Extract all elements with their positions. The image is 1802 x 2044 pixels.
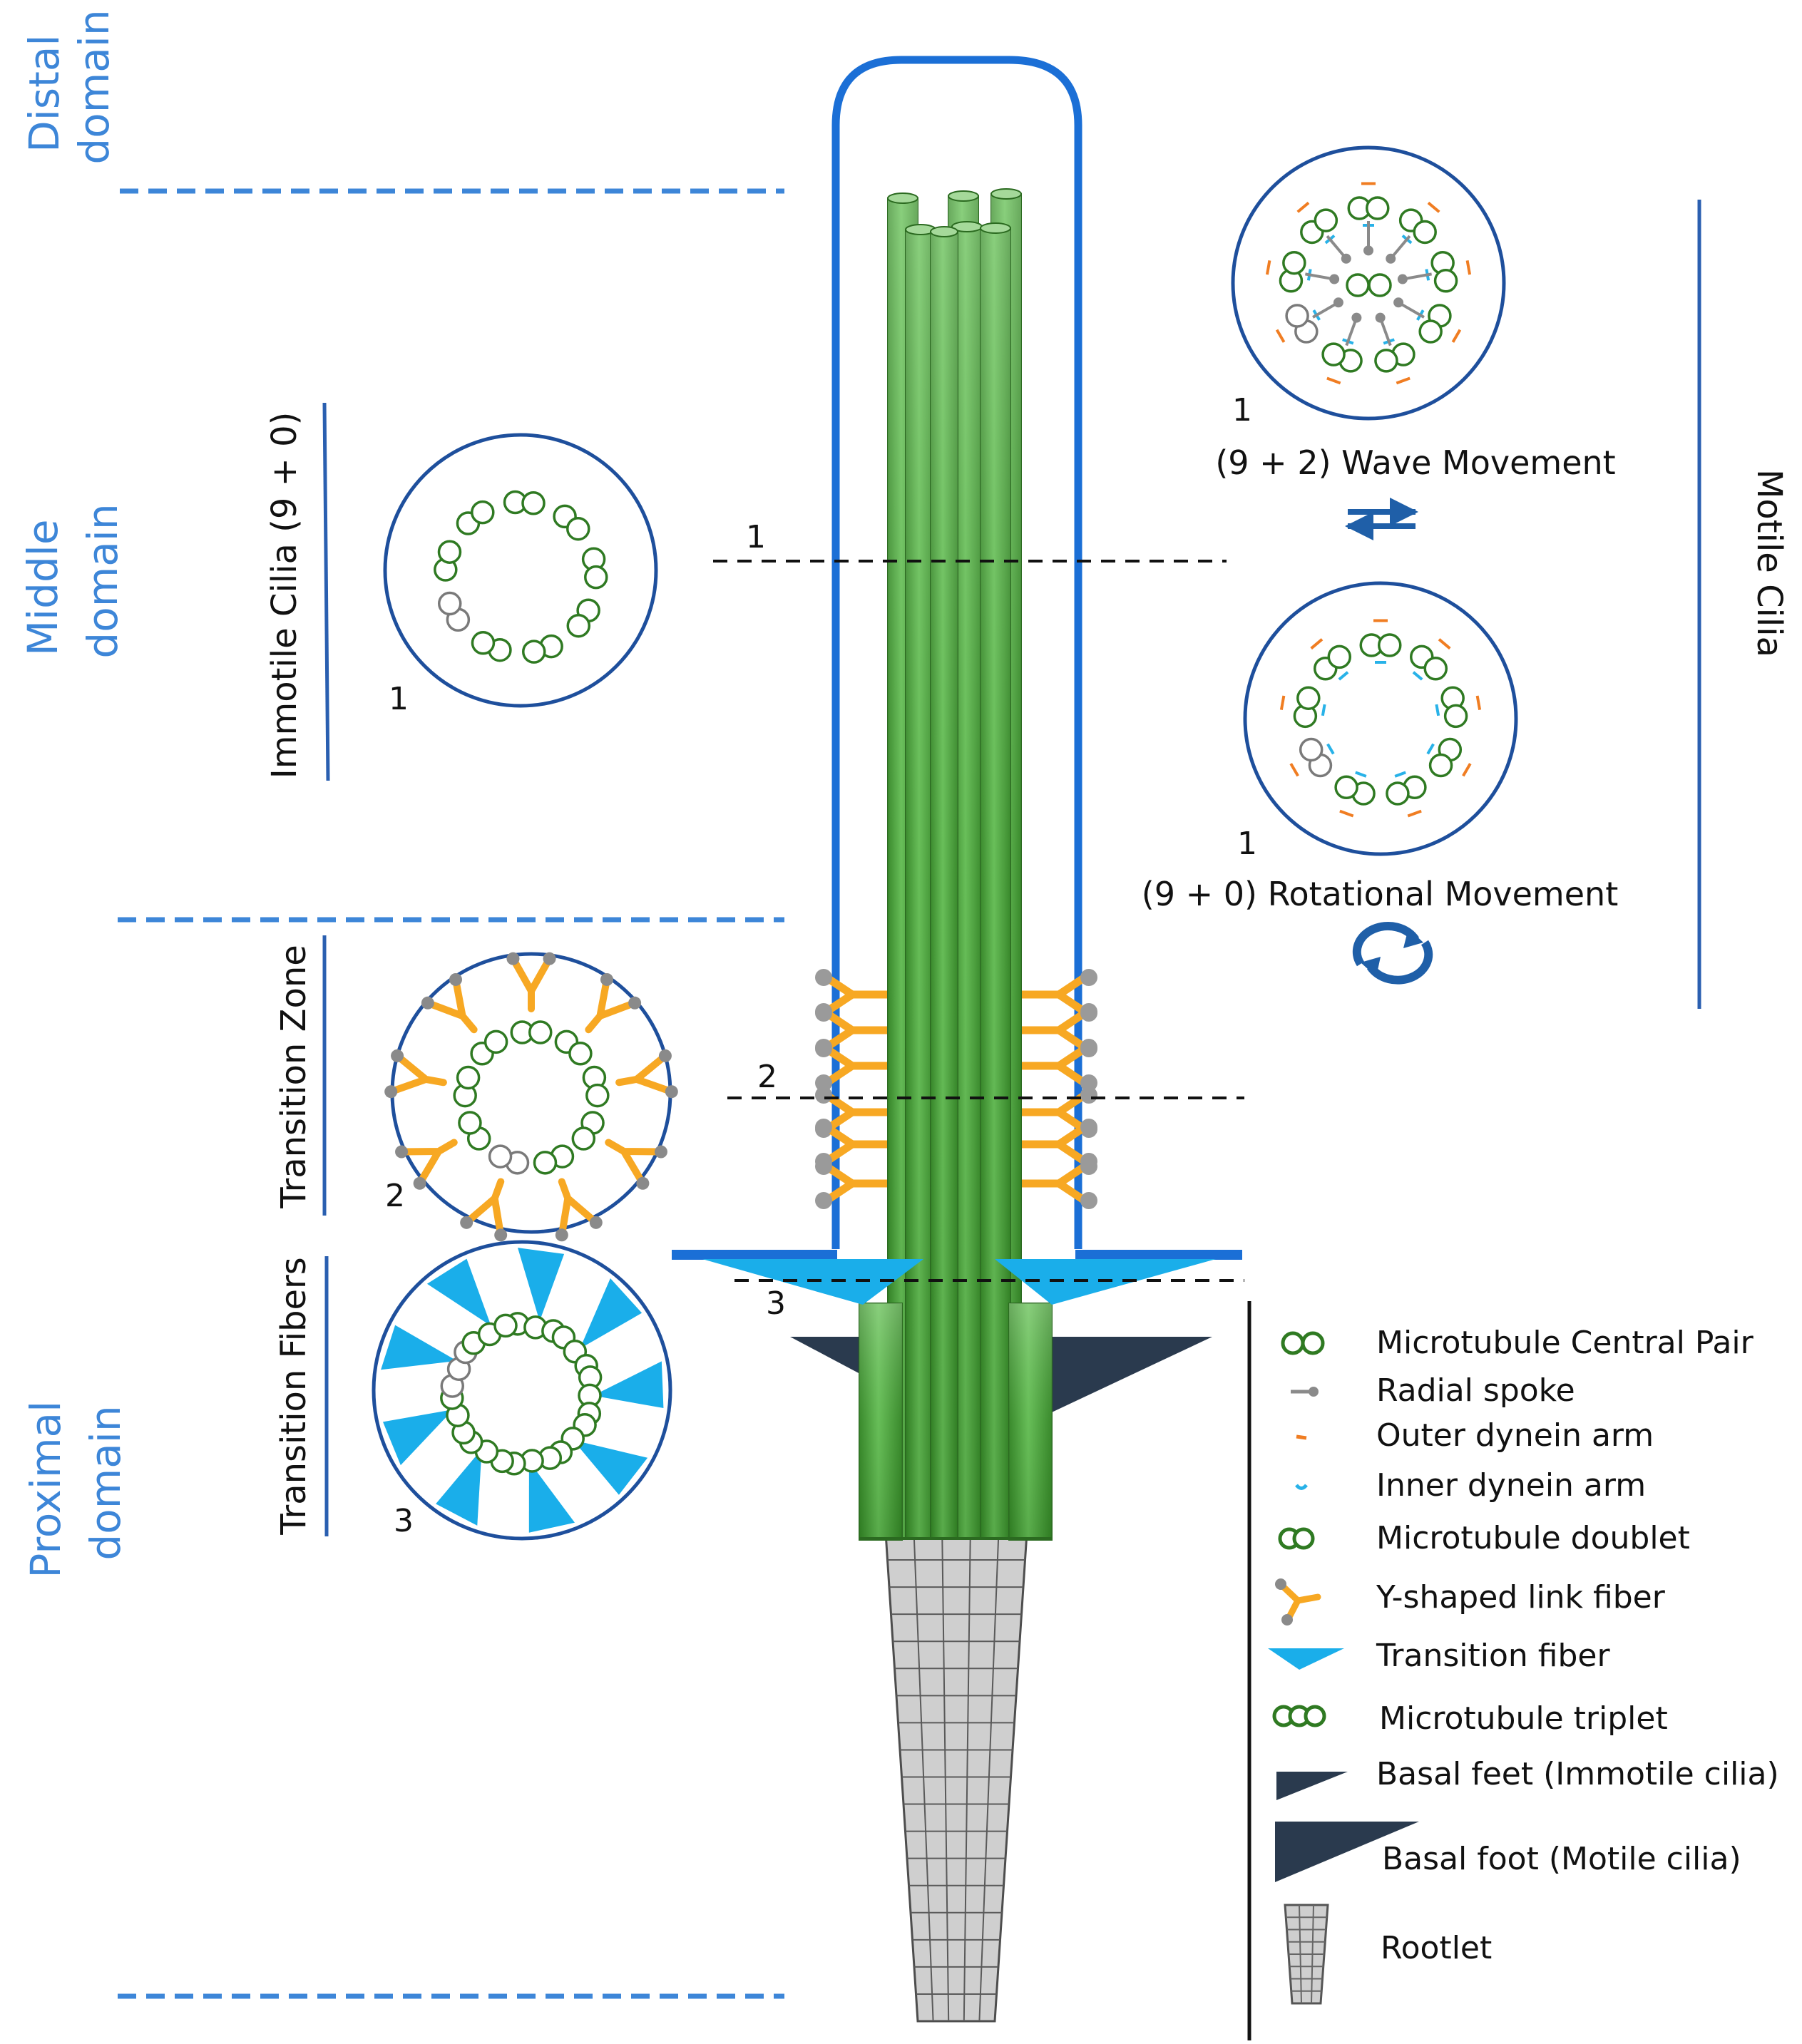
rotation-icon xyxy=(1352,922,1433,985)
immotile-section-label: Immotile Cilia (9 + 0) xyxy=(265,412,304,779)
transition-zone-section-number: 2 xyxy=(385,1178,405,1214)
y-link-left-6 xyxy=(815,1158,894,1209)
basal-feet-immotile-icon xyxy=(1276,1772,1348,1800)
legend: Microtubule Central Pair Radial spoke Ou… xyxy=(1376,1325,1779,1966)
axoneme-microtubules xyxy=(859,188,1053,1541)
wave-section-number: 1 xyxy=(1232,392,1252,428)
central-pair-icon xyxy=(1281,1331,1325,1355)
legend-central-pair: Microtubule Central Pair xyxy=(1376,1325,1754,1361)
rotational-section-number: 1 xyxy=(1237,826,1257,862)
cross-section-transition-fibers: 3 xyxy=(372,1240,672,1541)
radial-spoke-icon xyxy=(1291,1387,1319,1397)
immotile-bracket xyxy=(322,402,330,781)
cross-section-transition-zone: 2 xyxy=(384,952,678,1242)
basal-foot-motile-icon xyxy=(1275,1822,1419,1882)
transition-fibers-label: Transition Fibers xyxy=(274,1257,314,1536)
doublet-icon xyxy=(1278,1527,1315,1550)
y-link-right-3 xyxy=(1017,1040,1097,1092)
legend-icons xyxy=(1268,1331,1419,2005)
section-marker-2: 2 xyxy=(757,1059,777,1095)
outer-dynein-icon xyxy=(1296,1434,1307,1440)
legend-transition-fiber: Transition fiber xyxy=(1376,1638,1610,1674)
y-fiber-icon xyxy=(1275,1578,1321,1626)
inner-dynein-icon xyxy=(1295,1484,1308,1490)
legend-radial-spoke: Radial spoke xyxy=(1376,1372,1575,1409)
basal-body-left xyxy=(859,1303,903,1541)
basal-body-right xyxy=(1008,1303,1053,1541)
domain-separators xyxy=(118,188,784,1999)
basal-foot-right xyxy=(1041,1337,1212,1417)
legend-doublet: Microtubule doublet xyxy=(1376,1520,1690,1556)
section-marker-1: 1 xyxy=(746,519,766,555)
proximal-domain-label: Proximal domain xyxy=(21,1387,130,1578)
legend-basal-foot-motile: Basal foot (Motile cilia) xyxy=(1382,1841,1741,1877)
section-marker-3: 3 xyxy=(766,1285,786,1322)
cross-section-immotile: 1 xyxy=(383,433,658,717)
rootlet-icon xyxy=(1284,1904,1329,2005)
transition-fibers-section-number: 3 xyxy=(394,1503,414,1539)
cross-section-wave xyxy=(1231,145,1506,421)
transition-fiber-icon xyxy=(1268,1648,1344,1670)
motile-section-label: Motile Cilia xyxy=(1749,469,1789,657)
rod-mid xyxy=(930,226,958,1539)
y-link-left-3 xyxy=(815,1040,894,1092)
rod-front-3 xyxy=(980,222,1011,1539)
rotational-movement-label: (9 + 0) Rotational Movement xyxy=(1142,875,1618,913)
y-link-fibers xyxy=(815,969,1097,1209)
legend-basal-feet-immotile: Basal feet (Immotile cilia) xyxy=(1376,1756,1779,1792)
legend-inner-dynein: Inner dynein arm xyxy=(1376,1467,1646,1504)
triplet-icon xyxy=(1272,1705,1326,1727)
rootlet xyxy=(884,1531,1028,2023)
section-labels: Immotile Cilia (9 + 0) Transition Zone T… xyxy=(265,200,1789,1536)
wave-exchange-icon xyxy=(1345,498,1418,540)
middle-domain-label: Middle domain xyxy=(19,503,127,658)
ciliary-membrane xyxy=(831,56,1082,1249)
domain-labels: Distal domain Middle domain Proximal dom… xyxy=(19,9,130,1578)
cross-section-rotational xyxy=(1243,581,1518,856)
wave-movement-label: (9 + 2) Wave Movement xyxy=(1215,443,1615,482)
immotile-section-number: 1 xyxy=(389,681,409,717)
distal-domain-label: Distal domain xyxy=(20,9,118,164)
legend-rootlet: Rootlet xyxy=(1381,1930,1492,1966)
y-link-right-5 xyxy=(1017,1119,1097,1170)
legend-y-fiber: Y-shaped link fiber xyxy=(1376,1579,1666,1616)
section-markers xyxy=(713,560,1244,1282)
y-link-right-6 xyxy=(1017,1158,1097,1209)
legend-triplet: Microtubule triplet xyxy=(1379,1700,1668,1737)
transition-zone-label: Transition Zone xyxy=(274,945,314,1209)
y-link-left-2 xyxy=(815,1005,894,1056)
legend-outer-dynein: Outer dynein arm xyxy=(1376,1417,1654,1454)
